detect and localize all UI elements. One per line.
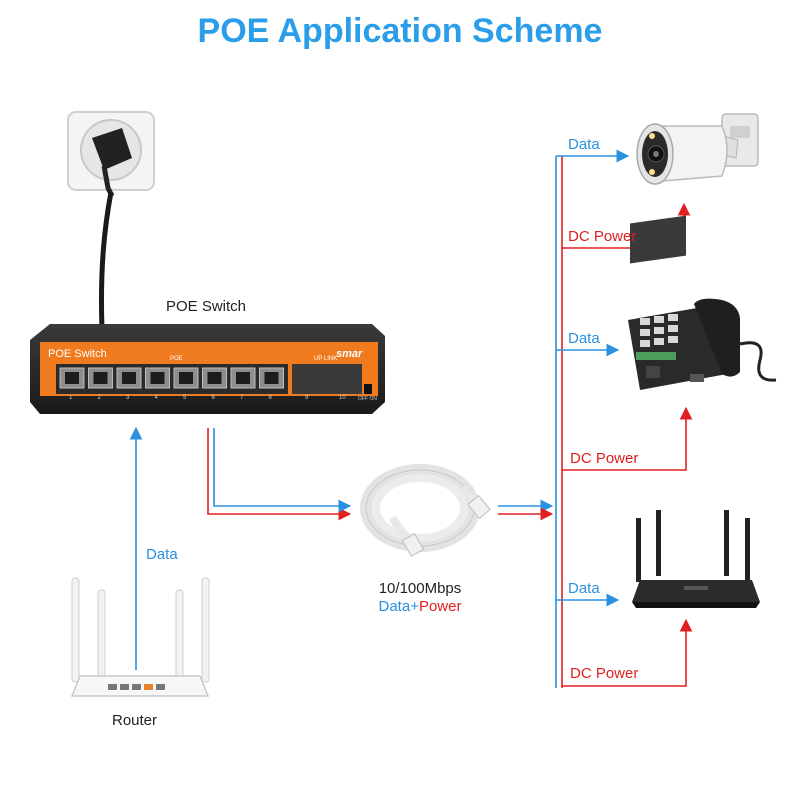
switch-panel-label: POE Switch	[48, 348, 107, 360]
switch-brand-label: smar	[336, 348, 363, 360]
cable-speed-label: 10/100Mbps	[378, 580, 462, 597]
switch-port-socket	[207, 372, 222, 384]
switch-port-socket	[179, 372, 193, 384]
switch-port-number: 7	[240, 395, 244, 401]
switch-port-socket	[150, 372, 165, 384]
switch-port-number: 6	[211, 395, 215, 401]
ethernet-cable-icon	[360, 464, 491, 557]
switch-port-socket	[264, 372, 279, 384]
switch-port-socket	[122, 372, 136, 384]
switch-port-socket	[93, 372, 108, 384]
router2-data-label: Data	[568, 580, 600, 597]
switch-port-number: 10	[339, 395, 346, 401]
switch-port-number: 3	[126, 395, 130, 401]
switch-data-out-line	[213, 428, 352, 513]
camera-data-label: Data	[568, 136, 600, 153]
phone-power-label: DC Power	[570, 450, 639, 467]
wall-socket-icon	[67, 111, 155, 198]
data-word: Data	[378, 598, 411, 615]
switch-port-number: 2	[97, 395, 101, 401]
power-word: Power	[418, 598, 462, 615]
switch-port-socket	[65, 372, 79, 384]
phone-data-label: Data	[568, 330, 600, 347]
page-title: POE Application Scheme	[197, 12, 603, 50]
power-cord	[98, 191, 114, 331]
cable-data-power-label: Data+Power	[360, 598, 480, 615]
wireless-router-icon	[632, 510, 760, 608]
router-label: Router	[112, 712, 158, 729]
switch-poe-label: POE	[170, 356, 183, 362]
switch-port-number: 1	[69, 395, 73, 401]
switch-power-out-line	[207, 428, 352, 521]
poe-switch-label: POE Switch	[166, 298, 247, 315]
ip-phone-icon	[628, 215, 777, 390]
phone-power-line	[562, 406, 693, 471]
router-data-label: Data	[146, 546, 178, 563]
switch-port-number: 4	[154, 395, 158, 401]
plus-sign: +	[410, 598, 419, 615]
switch-port-number: 8	[268, 395, 272, 401]
switch-toggle-label: OFF ON	[358, 396, 377, 402]
camera-power-label: DC Power	[568, 228, 637, 245]
router-left-icon	[70, 577, 210, 697]
router2-power-label: DC Power	[570, 665, 639, 682]
switch-port-socket	[236, 372, 250, 384]
switch-port-number: 5	[183, 395, 187, 401]
router2-power-line	[562, 618, 693, 687]
switch-port-number: 9	[305, 395, 309, 401]
switch-uplink-label: UP LINK	[314, 356, 338, 362]
ip-camera-icon	[636, 113, 759, 185]
poe-switch-icon	[30, 324, 385, 414]
